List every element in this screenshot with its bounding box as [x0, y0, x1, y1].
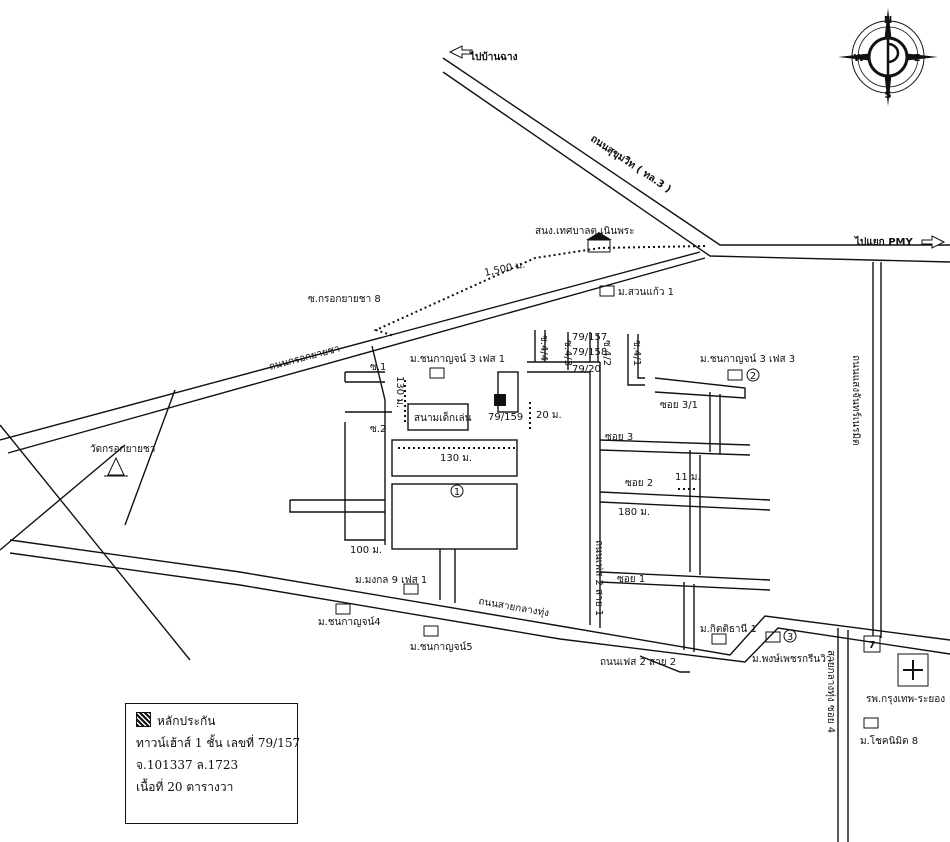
municipal-office-label: สนง.เทศบาลต.เนินพระ [535, 226, 635, 237]
hatch-swatch-icon [136, 712, 151, 727]
lane-label: 79/158 [572, 347, 607, 358]
s43-label: ซ.4/3 [562, 340, 573, 366]
hospital-label: รพ.กรุงเทพ-ระยอง [866, 694, 945, 705]
distance-20-label: 20 ม. [536, 410, 562, 421]
compass-n-label: N [884, 15, 892, 26]
chonkanyan5-label: ม.ชนกาญจน์5 [410, 641, 473, 653]
legend-line3: เนื้อที่ 20 ตารางวา [136, 780, 234, 794]
s44-label: ซ.4/4 [538, 335, 549, 361]
svg-text:3: 3 [787, 632, 793, 643]
lane-label: 79/157 [572, 332, 607, 343]
compass-rose: N S E W [838, 8, 938, 106]
chanthamit-label: ถนนแสงจันทร์เนรมิต [850, 355, 862, 446]
kitthani-label: ม.กิตติธานี 1 [700, 623, 757, 635]
mongkol9-label: ม.มงกล 9 เฟส 1 [355, 575, 427, 586]
chonkanyan4-label: ม.ชนกาญจน์4 [318, 616, 381, 628]
soi2-label: ซอย 2 [625, 478, 653, 489]
legend-line1: ทาวน์เฮ้าส์ 1 ชั้น เลขที่ 79/157 [136, 736, 301, 750]
suan-kaew-label: ม.สวนแก้ว 1 [618, 286, 674, 298]
distance-180-label: 180 ม. [618, 507, 650, 518]
house-icon [863, 717, 879, 729]
municipal-office-icon [586, 232, 612, 253]
route-line [373, 245, 706, 337]
soi1-label: ซอย 1 [617, 574, 645, 585]
marker-1: 1 [450, 484, 464, 498]
temple-icon [104, 456, 128, 477]
svg-text:2: 2 [750, 371, 756, 382]
house-icon [711, 633, 727, 645]
marker-2: 2 [746, 368, 760, 382]
distance-1500-label: 1,500 ม. [483, 260, 526, 279]
subject-lot-marker [494, 394, 506, 406]
hospital-icon [897, 653, 929, 687]
seven-eleven-icon: 7 [863, 635, 881, 653]
house-icon [403, 583, 419, 595]
compass-e-label: E [914, 53, 921, 64]
soi4-label: สายกลางทุ่ง ซอย 4 [825, 650, 836, 733]
phase2-sai1-label: ถนนเฟส 2 สาย 1 [593, 540, 604, 616]
so2-label: ซ.2 [370, 424, 386, 435]
compass-w-label: W [853, 53, 864, 64]
legend-line2: จ.101337 ล.1723 [136, 758, 239, 772]
s42-label: ซ.4/2 [601, 340, 612, 366]
to-ban-chang-label: ไปบ้านฉาง [469, 50, 518, 63]
arrow-left-icon [448, 45, 473, 59]
svg-text:1: 1 [454, 487, 460, 498]
phongphet-label: ม.พงษ์เพชรกรีนวิว [752, 653, 832, 665]
krok-road-label: ถนนกรอกยายชา [268, 343, 341, 373]
soi31-label: ซอย 3/1 [660, 400, 698, 411]
phase2-sai2-label: ถนนเฟส 2 สาย 2 [600, 657, 676, 668]
distance-130v-label: 130 ม. [394, 376, 405, 408]
chonkanyan3-1-label: ม.ชนกาญจน์ 3 เฟส 1 [410, 353, 505, 365]
arrow-right-icon [921, 235, 946, 249]
house-icon [423, 625, 439, 637]
svg-text:7: 7 [869, 640, 876, 651]
chonkanyan3-3-label: ม.ชนกาญจน์ 3 เฟส 3 [700, 353, 795, 365]
chokanimit-label: ม.โชคนิมิต 8 [860, 734, 918, 747]
house-icon [599, 285, 615, 297]
s41-label: ซ.4/1 [631, 340, 642, 366]
distance-11-label: 11 ม. [675, 472, 701, 483]
playground-label: สนามเด็กเล่น [414, 410, 472, 424]
compass-s-label: S [884, 90, 891, 101]
subject-lot-label: 79/159 [488, 412, 523, 423]
to-pmy-label: ไปแยก PMY [854, 235, 913, 248]
road-network [0, 57, 950, 842]
house-icon [429, 367, 445, 379]
distance-130h-label: 130 ม. [440, 453, 472, 464]
so1-label: ซ.1 [370, 362, 386, 373]
house-icon [335, 603, 351, 615]
soi3-label: ซอย 3 [605, 432, 633, 443]
marker-3: 3 [783, 629, 797, 643]
legend-box: หลักประกัน ทาวน์เฮ้าส์ 1 ชั้น เลขที่ 79/… [125, 703, 301, 824]
house-icon [727, 369, 743, 381]
distance-100-label: 100 ม. [350, 545, 382, 556]
sai-klang-label: ถนนสายกลางทุ่ง [477, 596, 549, 619]
house-icon [765, 631, 781, 643]
temple-label: วัดกรอกยายชา [90, 444, 155, 455]
legend-title: หลักประกัน [157, 714, 216, 728]
lane-label: 79/20 [572, 364, 601, 375]
soi-krok-8-label: ซ.กรอกยายชา 8 [308, 294, 381, 305]
